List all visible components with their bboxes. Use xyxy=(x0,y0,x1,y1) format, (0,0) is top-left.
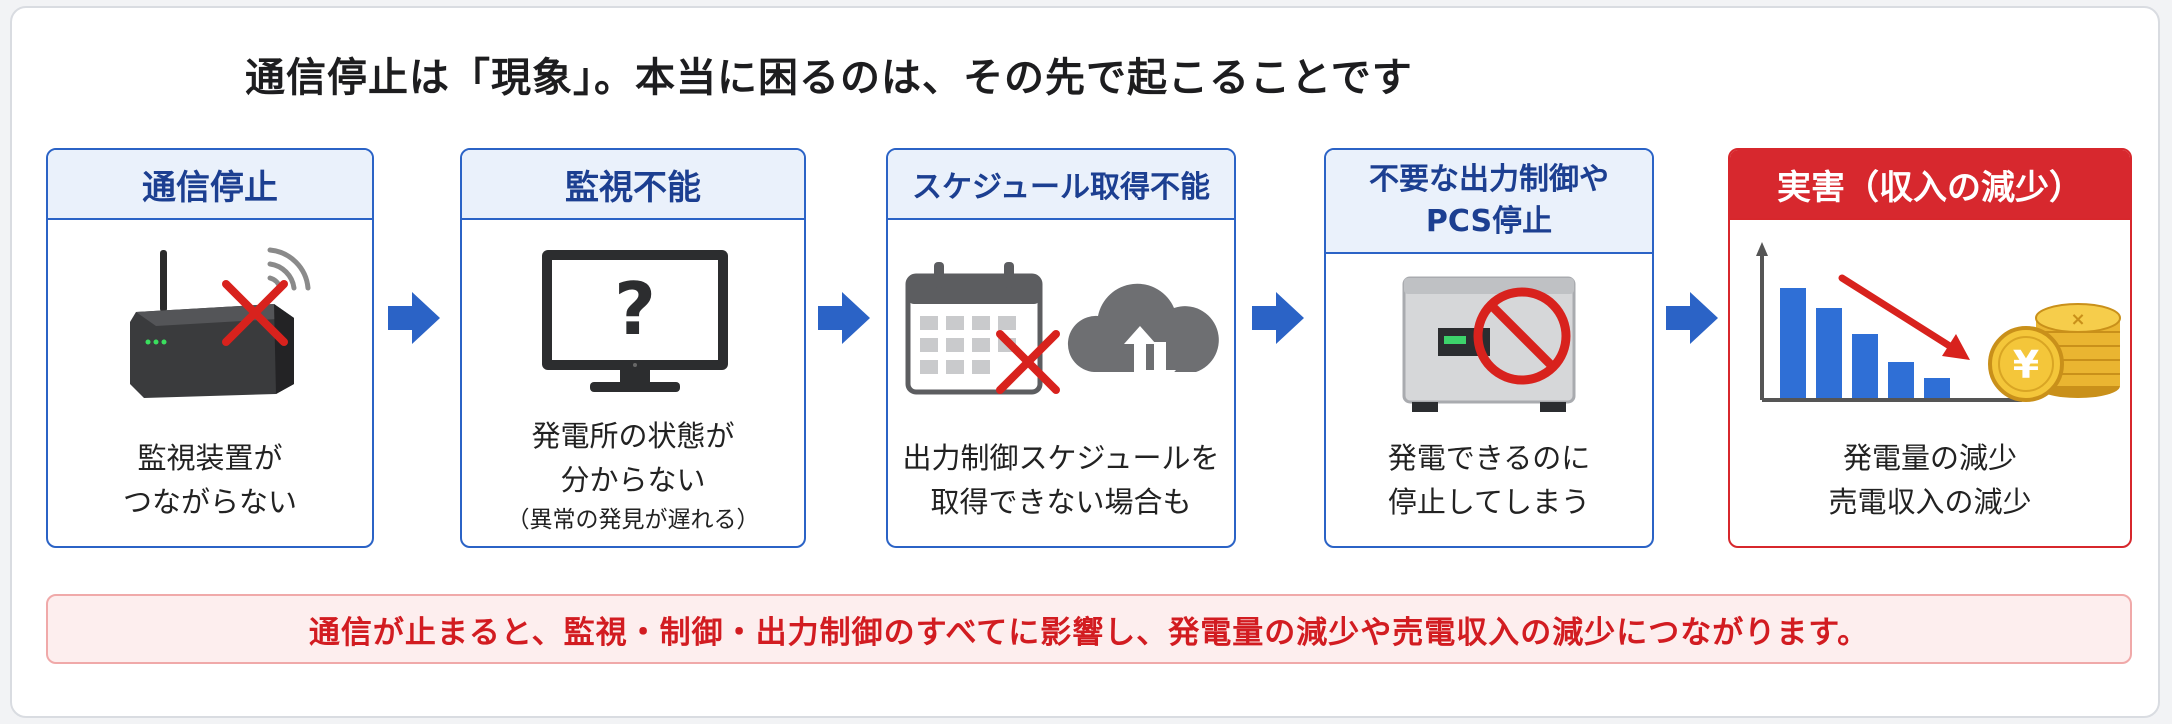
step-card-pcs-stop: 不要な出力制御や PCS停止 発電できるのに 停止してしまう xyxy=(1324,148,1654,548)
step-description: 発電できるのに 停止してしまう xyxy=(1387,441,1591,519)
step-card-monitoring-unavailable: 監視不能 ? 発電所の状態が 分からない （異常の発見が遅れる） xyxy=(460,148,806,548)
page-title: 通信停止は「現象」。本当に困るのは、その先で起こることです xyxy=(245,55,1413,101)
step-header: 不要な出力制御や PCS停止 xyxy=(1326,150,1652,254)
step-card-actual-loss: 実害（収入の減少） xyxy=(1728,148,2132,548)
arrow-right-icon xyxy=(1252,292,1304,344)
step-card-communication-stop: 通信停止 監視装置が つながらない xyxy=(46,148,374,548)
step-description: 発電所の状態が 分からない （異常の発見が遅れる） xyxy=(506,419,760,533)
arrow-right-icon xyxy=(1666,292,1718,344)
monitor-icon: ? xyxy=(542,250,728,392)
step-header: 監視不能 xyxy=(462,150,804,220)
step-card-schedule-unavailable: スケジュール取得不能 出力制御スケジュールを 取得できない場合 xyxy=(886,148,1236,548)
step-description: 出力制御スケジュールを 取得できない場合も xyxy=(902,441,1220,519)
question-mark-icon: ? xyxy=(614,267,656,351)
router-icon xyxy=(130,247,311,398)
cross-icon xyxy=(222,280,288,346)
summary-banner: 通信が止まると、監視・制御・出力制御のすべてに影響し、発電量の減少や売電収入の減… xyxy=(46,594,2132,664)
calendar-icon xyxy=(905,262,1219,395)
step-description: 監視装置が つながらない xyxy=(122,441,297,519)
svg-text:×: × xyxy=(2070,309,2085,330)
prohibited-icon xyxy=(1473,287,1571,385)
arrow-right-icon xyxy=(388,292,440,344)
step-header: 通信停止 xyxy=(48,150,372,220)
down-arrow-icon xyxy=(1838,274,1970,360)
bar-chart-icon: × ¥ xyxy=(1756,242,2121,402)
step-header: スケジュール取得不能 xyxy=(888,150,1234,220)
arrow-right-icon xyxy=(818,292,870,344)
cross-icon xyxy=(996,330,1060,394)
step-header: 実害（収入の減少） xyxy=(1730,150,2130,220)
cloud-sync-icon xyxy=(1067,283,1219,388)
signal-icon xyxy=(267,247,311,291)
svg-text:¥: ¥ xyxy=(2013,343,2039,387)
pcs-icon xyxy=(1402,276,1576,412)
yen-coins-icon: × ¥ xyxy=(1988,303,2121,402)
step-description: 発電量の減少 売電収入の減少 xyxy=(1828,441,2032,519)
